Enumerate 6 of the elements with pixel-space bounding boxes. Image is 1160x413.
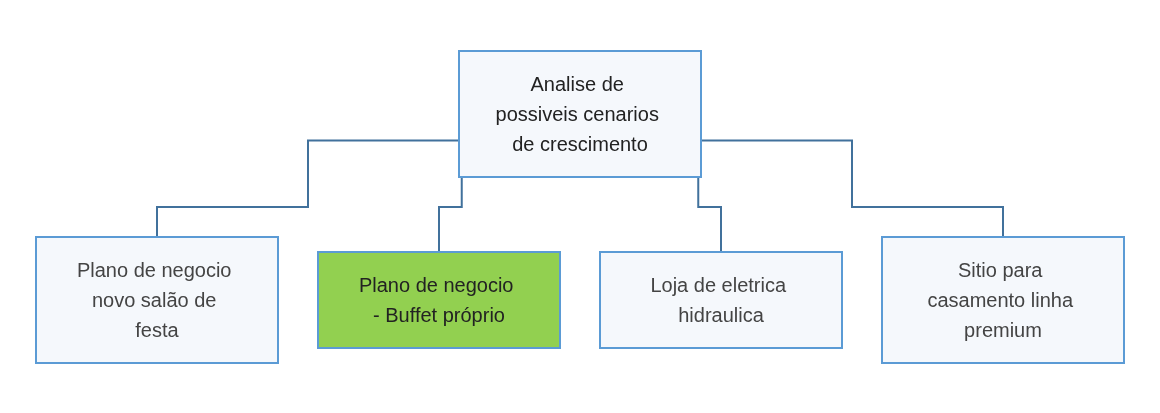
node-box: Loja de eletrica hidraulica <box>599 250 843 349</box>
node-box: Analise de possiveis cenarios de crescimento <box>458 49 702 178</box>
node-box: Plano de negocio novo salão de festa <box>35 235 279 364</box>
connector <box>156 139 460 238</box>
node-box: Plano de negocio - Buffet próprio <box>317 250 561 349</box>
node-box: Sitio para casamento linha premium <box>881 235 1125 364</box>
